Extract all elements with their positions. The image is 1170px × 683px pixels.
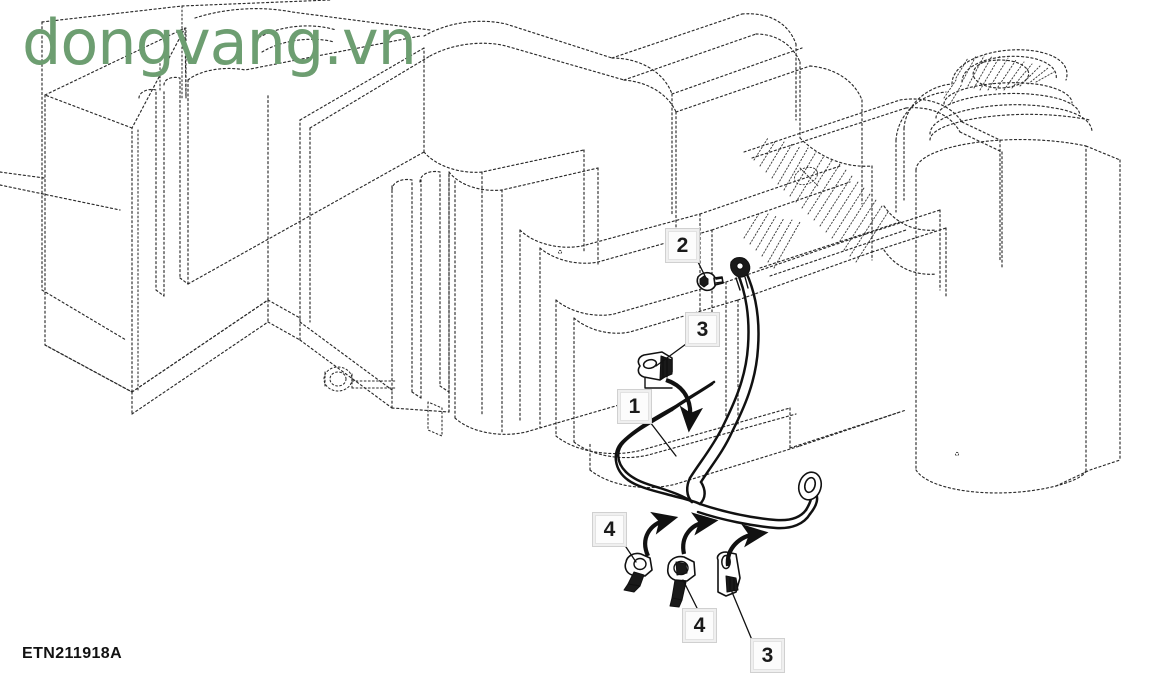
callout-4-left-label: 4	[595, 515, 624, 544]
tank-drain-fitting	[323, 366, 397, 392]
callout-1-label: 1	[620, 392, 649, 421]
callout-4-lower-label: 4	[685, 611, 714, 640]
part-4-bolt-left[interactable]	[623, 552, 653, 593]
right-frame-rail	[789, 65, 1003, 449]
tank-lower-skirt	[44, 299, 450, 415]
callout-2-label: 2	[668, 231, 697, 260]
part-number-caption: ETN211918A	[22, 645, 123, 662]
callout-1[interactable]: 1	[617, 389, 652, 424]
context-geometry-group	[0, 0, 1121, 494]
part-1-hose-assembly[interactable]	[614, 270, 825, 530]
filler-neck-cylinder	[883, 49, 1121, 494]
assembly-arrows-group	[643, 378, 769, 567]
part-2-banjo-bolt[interactable]	[730, 257, 751, 291]
arrow-clamp-to-hose	[665, 378, 704, 433]
chassis-step-well	[423, 20, 801, 489]
solid-parts-group	[614, 257, 825, 608]
site-watermark: dongvang.vn	[22, 6, 417, 79]
cross-member	[611, 13, 907, 301]
callout-4-left[interactable]: 4	[592, 512, 627, 547]
callout-3-upper-label: 3	[688, 315, 717, 344]
callout-4-lower[interactable]: 4	[682, 608, 717, 643]
leader-callout-4-left	[623, 543, 637, 563]
leader-callout-3-lower	[731, 591, 753, 641]
tank-lower-bracket	[427, 401, 443, 437]
callout-leaders-group	[623, 259, 753, 641]
leader-callout-4-lower	[682, 579, 698, 609]
callout-3-upper[interactable]: 3	[685, 312, 720, 347]
leader-callout-1	[649, 421, 677, 457]
part-3-bracket-lower[interactable]	[716, 551, 741, 597]
callout-3-lower[interactable]: 3	[750, 638, 785, 673]
callout-2[interactable]: 2	[665, 228, 700, 263]
tank-upper-faces	[181, 0, 431, 323]
part-2-bolt-exploded[interactable]	[696, 271, 724, 292]
leader-callout-2	[696, 259, 707, 279]
part-3-clamp-upper[interactable]	[637, 351, 673, 389]
leader-callout-3-upper	[655, 343, 687, 367]
tank-mid-ribs	[299, 170, 450, 399]
callout-3-lower-label: 3	[753, 641, 782, 670]
arrow-bolt-left-to-hose	[643, 511, 679, 557]
part-4-bolt-middle[interactable]	[666, 555, 696, 608]
arrow-bolt-middle-to-hose	[681, 512, 719, 555]
arrow-bracket-to-hose	[725, 524, 769, 567]
